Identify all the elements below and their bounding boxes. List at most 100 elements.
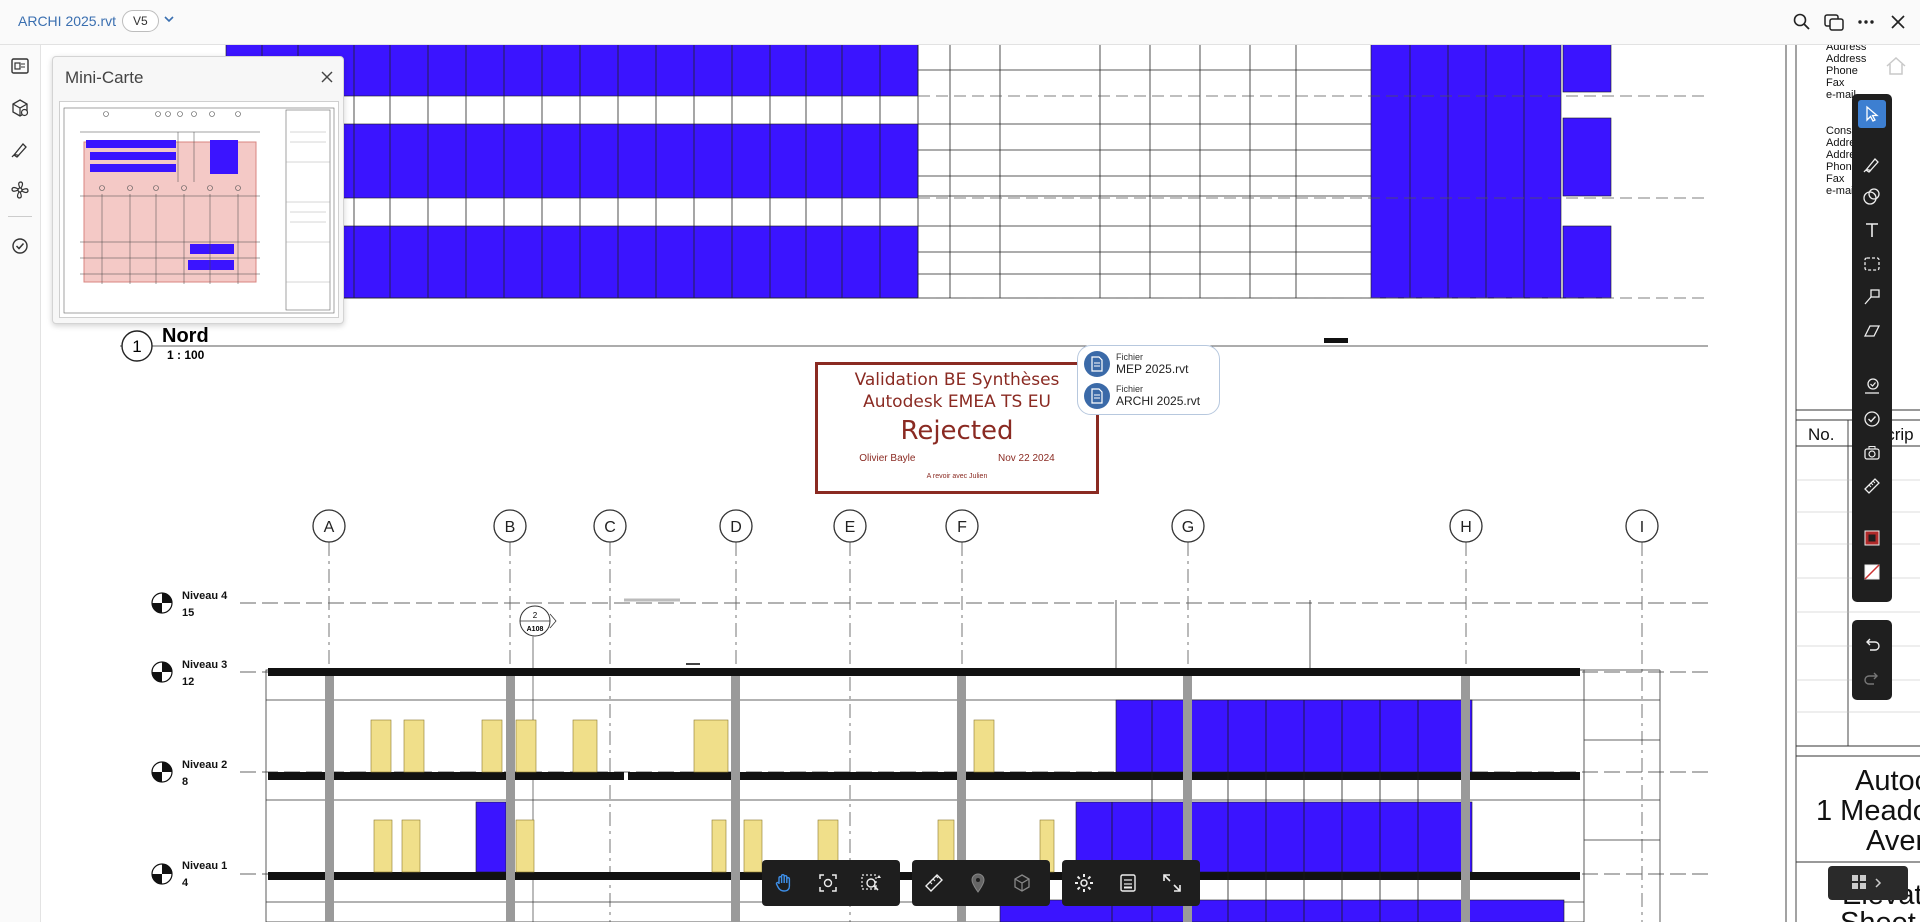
grid-label-e: E (845, 519, 856, 536)
close-icon[interactable] (317, 67, 337, 87)
north-elevation (225, 44, 1612, 299)
document-icon (1084, 351, 1110, 377)
linked-file-kind: Fichier (1116, 352, 1144, 362)
ruler-icon[interactable] (1858, 472, 1886, 500)
location-icon[interactable] (956, 863, 1000, 903)
level-elev-4: 15 (182, 607, 194, 619)
linked-file-item[interactable]: Fichier MEP 2025.rvt (1084, 350, 1188, 378)
linked-files-badge[interactable]: Fichier MEP 2025.rvt Fichier ARCHI 2025.… (1077, 345, 1220, 415)
tb-phone: Phone (1826, 65, 1858, 77)
stamp-line-1: Validation BE Synthèses (854, 370, 1060, 390)
minimap-panel: Mini-Carte (52, 56, 344, 324)
measure-toolbar (912, 860, 1050, 906)
tb-fax: Fax (1826, 77, 1845, 89)
tb-consultant: Consu (1826, 125, 1858, 137)
fullscreen-icon[interactable] (1150, 863, 1194, 903)
linked-file-kind: Fichier (1116, 384, 1144, 394)
tb-company-2: 1 Meado (1816, 795, 1920, 827)
level-name-3: Niveau 3 (182, 659, 227, 671)
grid-label-f: F (957, 519, 967, 536)
markup-toolbar (1852, 94, 1892, 602)
document-icon (1084, 383, 1110, 409)
settings-icon[interactable] (1062, 863, 1106, 903)
fill-color-icon[interactable] (1858, 558, 1886, 586)
grid-label-d: D (730, 519, 742, 536)
minimap-title: Mini-Carte (65, 68, 144, 87)
version-badge[interactable]: V5 (122, 10, 159, 32)
undo-icon[interactable] (1858, 630, 1886, 658)
tb-rev-no-header: No. (1808, 425, 1834, 444)
linked-file-item[interactable]: Fichier ARCHI 2025.rvt (1084, 382, 1200, 410)
tb-address-2: Address (1826, 53, 1867, 65)
level-elev-1: 4 (182, 877, 189, 889)
shapes-icon[interactable] (1858, 183, 1886, 211)
stamp-status: Rejected (900, 416, 1014, 446)
tb-c-fax: Fax (1826, 173, 1845, 185)
polyline-icon[interactable] (1858, 316, 1886, 344)
app-grid-button[interactable] (1828, 866, 1908, 900)
level-elev-2: 8 (182, 776, 188, 788)
grid-label-g: G (1182, 519, 1194, 536)
select-icon[interactable] (1858, 100, 1886, 128)
redo-icon[interactable] (1858, 664, 1886, 692)
minimap-thumbnail[interactable] (59, 101, 339, 318)
level-name-4: Niveau 4 (182, 590, 228, 602)
level-name-1: Niveau 1 (182, 860, 227, 872)
section-sheet: A108 (527, 626, 544, 633)
tb-address-1: Address (1826, 44, 1867, 53)
properties-icon[interactable] (1106, 863, 1150, 903)
grid-label-b: B (505, 519, 516, 536)
search-icon[interactable] (1790, 10, 1814, 34)
check-icon[interactable] (1858, 405, 1886, 433)
drawing-canvas[interactable]: 1 Nord 1 : 100 A B C D E F (40, 44, 1920, 922)
model-browser-icon[interactable] (8, 96, 32, 120)
close-icon[interactable] (1886, 10, 1910, 34)
stroke-color-icon[interactable] (1858, 524, 1886, 552)
approval-stamp[interactable]: Validation BE Synthèses Autodesk EMEA TS… (815, 362, 1099, 494)
callout-icon[interactable] (1858, 283, 1886, 311)
grid-label-c: C (604, 519, 616, 536)
section-number: 2 (533, 611, 538, 620)
view-title: Nord (162, 325, 209, 347)
fan-icon[interactable] (8, 178, 32, 202)
grid-label-i: I (1640, 519, 1644, 536)
tb-c-phone: Phone (1826, 161, 1858, 173)
3d-view-icon[interactable] (1000, 863, 1044, 903)
left-rail (0, 44, 41, 922)
home-icon[interactable] (1884, 54, 1908, 78)
linked-file-name: MEP 2025.rvt (1116, 362, 1189, 376)
zoom-window-icon[interactable] (850, 863, 894, 903)
tb-company-3: Aver (1866, 825, 1920, 857)
pan-icon[interactable] (762, 863, 806, 903)
cloud-icon[interactable] (1858, 250, 1886, 278)
grid-label-h: H (1460, 519, 1472, 536)
fit-view-icon[interactable] (806, 863, 850, 903)
tb-sheet-label: Sheet (1840, 907, 1916, 922)
level-name-2: Niveau 2 (182, 759, 227, 771)
compare-icon[interactable] (1822, 10, 1846, 34)
measure-icon[interactable] (912, 863, 956, 903)
more-icon[interactable] (1854, 10, 1878, 34)
issues-icon[interactable] (8, 234, 32, 258)
pen-icon[interactable] (1858, 150, 1886, 178)
view-scale: 1 : 100 (167, 348, 205, 362)
navigation-toolbar (762, 860, 900, 906)
tb-email: e-mail (1826, 89, 1856, 101)
level-elev-3: 12 (182, 676, 194, 688)
linked-file-name: ARCHI 2025.rvt (1116, 394, 1201, 408)
text-icon[interactable] (1858, 216, 1886, 244)
tb-company-1: Autoc (1855, 765, 1920, 797)
grid-label-a: A (324, 519, 335, 536)
history-toolbar (1852, 620, 1892, 700)
stamp-line-2: Autodesk EMEA TS EU (863, 392, 1051, 412)
markup-icon[interactable] (8, 137, 32, 161)
stamp-author: Olivier Bayle (859, 453, 916, 464)
chevron-down-icon[interactable] (162, 12, 176, 26)
camera-icon[interactable] (1858, 439, 1886, 467)
file-title[interactable]: ARCHI 2025.rvt (18, 13, 117, 29)
stamp-note: A revoir avec Julien (926, 473, 988, 480)
sheets-icon[interactable] (8, 54, 32, 78)
view-number: 1 (132, 337, 141, 356)
stamp-icon[interactable] (1858, 372, 1886, 400)
stamp-date: Nov 22 2024 (997, 453, 1055, 464)
